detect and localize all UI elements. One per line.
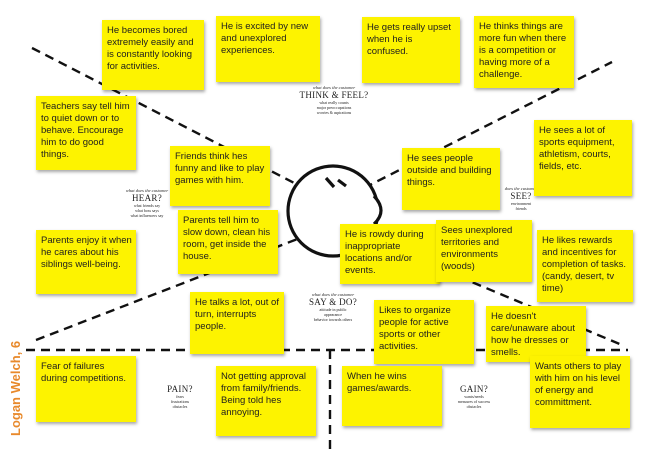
zone-think-and-feel: what does the customer THINK & FEEL? wha…	[299, 85, 369, 115]
diagonal-bottom-left	[35, 236, 301, 342]
sticky-note: He talks a lot, out of turn, interrupts …	[190, 292, 284, 354]
sticky-note: When he wins games/awards.	[342, 366, 442, 426]
zone-pain: PAIN? fears frustrations obstacles	[167, 384, 193, 409]
sticky-note: Fear of failures during competitions.	[36, 356, 136, 422]
zone-hear: what does the customer HEAR? what friend…	[125, 188, 169, 218]
sticky-note: He sees a lot of sports equipment, athle…	[534, 120, 632, 196]
sticky-note: Wants others to play with him on his lev…	[530, 356, 630, 428]
sticky-note: He is rowdy during inappropriate locatio…	[340, 224, 440, 284]
sticky-note: Parents tell him to slow down, clean his…	[178, 210, 278, 274]
sticky-note: He sees people outside and building thin…	[402, 148, 500, 210]
sticky-note: He gets really upset when he is confused…	[362, 17, 460, 83]
sticky-note: Not getting approval from family/friends…	[216, 366, 316, 436]
sticky-note: He doesn't care/unaware about how he dre…	[486, 306, 586, 362]
zone-see: does the customer SEE? environment frien…	[504, 186, 538, 211]
sticky-note: Friends think hes funny and like to play…	[170, 146, 270, 206]
persona-label: Logan Welch, 6	[8, 340, 23, 436]
zone-say-and-do: what does the customer SAY & DO? attitud…	[308, 292, 358, 322]
sticky-note: Parents enjoy it when he cares about his…	[36, 230, 136, 294]
sticky-note: Teachers say tell him to quiet down or t…	[36, 96, 136, 170]
zone-gain: GAIN? wants/needs measures of success ob…	[457, 384, 491, 409]
sticky-note: Likes to organize people for active spor…	[374, 300, 474, 364]
sticky-note: He becomes bored extremely easily and is…	[102, 20, 204, 90]
sticky-note: He thinks things are more fun when there…	[474, 16, 574, 88]
diagonal-top-left	[31, 46, 301, 188]
sticky-note: He likes rewards and incentives for comp…	[537, 230, 633, 302]
sticky-note: Sees unexplored territories and environm…	[436, 220, 532, 282]
sticky-note: He is excited by new and unexplored expe…	[216, 16, 320, 82]
